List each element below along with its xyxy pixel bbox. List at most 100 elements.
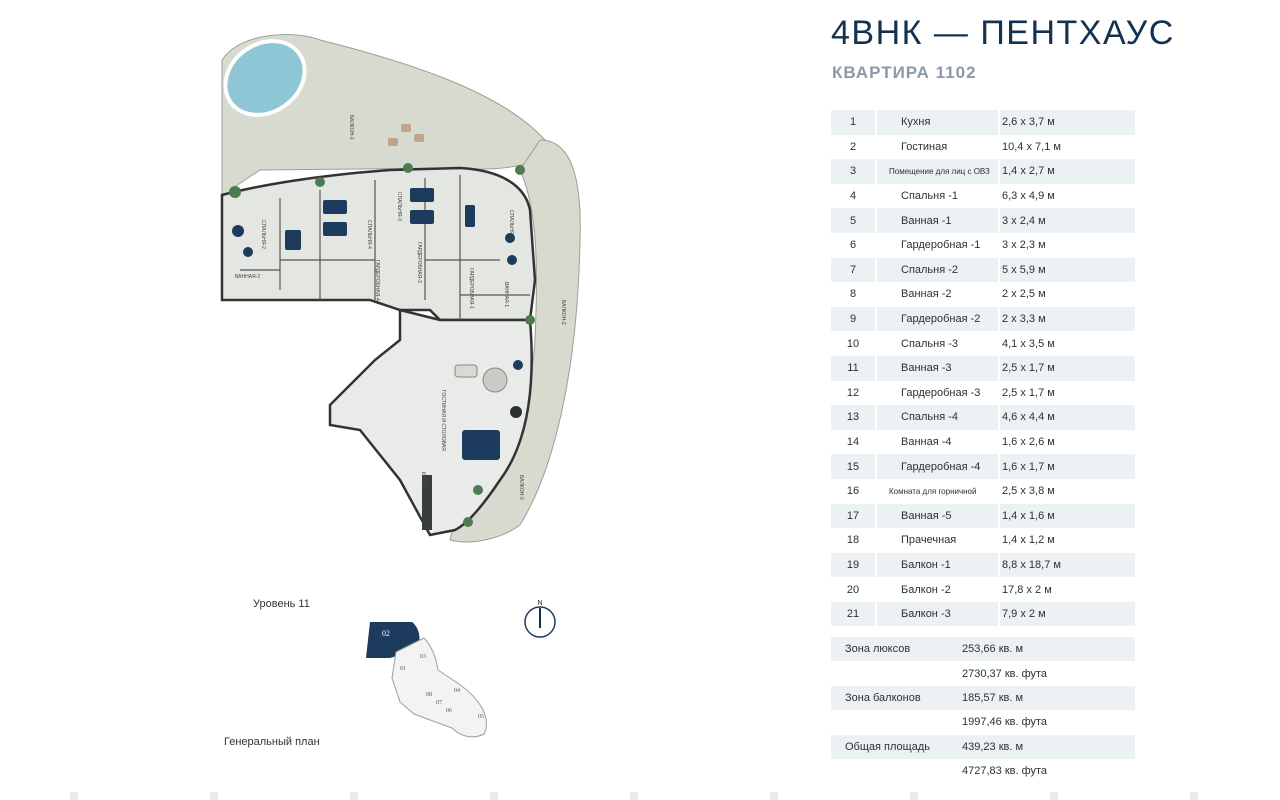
label-bed-1: СПАЛЬНЯ-1: [508, 210, 514, 239]
room-size: 10,4 x 7,1 м: [998, 134, 1135, 160]
room-size: 4,6 x 4,4 м: [998, 405, 1135, 430]
room-name: Комната для горничной: [875, 478, 998, 504]
floor-plan-drawing: БАЛКОН-1 БАЛКОН-2 БАЛКОН-3 ГОСТИНАЯ И СТ…: [220, 34, 581, 543]
room-size: 2,5 x 1,7 м: [998, 380, 1135, 406]
room-number: 3: [831, 159, 875, 184]
room-name: Кухня: [875, 110, 998, 135]
lower-wing: [328, 308, 533, 537]
room-size: 2 x 2,5 м: [998, 282, 1135, 307]
pool: [223, 39, 307, 117]
label-bed-3: СПАЛЬНЯ-3: [396, 192, 402, 221]
room-number: 18: [846, 534, 860, 547]
total-row-sqft: 1997,46 кв. фута: [831, 710, 1135, 734]
total-label-empty: [831, 710, 962, 734]
level-label: Уровень 11: [253, 598, 310, 610]
balcony-1-area: [221, 34, 546, 261]
compass-icon: [524, 606, 556, 638]
room-name: Гардеробная -3: [875, 380, 998, 406]
room-size: 2 x 3,3 м: [998, 306, 1135, 332]
label-kitchen: КУХНЯ: [420, 472, 426, 489]
unit-08-label: 08: [426, 692, 432, 698]
total-label-empty: [831, 759, 962, 783]
room-number: 21: [831, 601, 875, 627]
room-size: 1,6 x 2,6 м: [998, 429, 1135, 455]
room-number: 6: [849, 239, 857, 252]
room-number: 5: [831, 208, 875, 233]
room-number: 14: [846, 436, 860, 449]
room-number: 9: [831, 306, 875, 332]
label-bath-2: ВАННАЯ-2: [235, 274, 260, 280]
total-sqm: 253,66 кв. м: [962, 637, 1135, 662]
total-label: Зона люксов: [831, 637, 962, 662]
total-row-sqft: 2730,37 кв. фута: [831, 661, 1135, 685]
master-plan-map: 02 01 03 04 06 07 08 05: [360, 618, 500, 745]
room-number: 7: [831, 257, 875, 283]
highlighted-unit-code: 02: [382, 629, 390, 638]
room-number: 19: [831, 552, 875, 578]
beds: [232, 188, 517, 265]
unit-07-label: 07: [436, 700, 442, 706]
room-size: 1,4 x 1,6 м: [998, 503, 1135, 529]
total-row-sqft: 4727,83 кв. фута: [831, 759, 1135, 783]
room-name: Спальня -1: [875, 183, 998, 209]
room-name: Балкон -3: [875, 601, 998, 627]
room-name: Ванная -3: [875, 355, 998, 381]
room-size: 1,4 x 1,2 м: [998, 528, 1135, 553]
room-size: 17,8 x 2 м: [998, 577, 1135, 602]
room-size: 1,4 x 2,7 м: [998, 159, 1135, 184]
room-name: Балкон -2: [875, 577, 998, 602]
room-size: 3 x 2,3 м: [998, 232, 1135, 258]
floor-plan: БАЛКОН-1 БАЛКОН-2 БАЛКОН-3 ГОСТИНАЯ И СТ…: [200, 20, 600, 550]
label-bath-1: ВАННАЯ-1: [503, 282, 509, 307]
room-name: Гардеробная -2: [875, 306, 998, 332]
unit-01-label: 01: [400, 666, 406, 672]
total-sqft: 2730,37 кв. фута: [962, 667, 1048, 680]
room-number: 10: [846, 337, 860, 350]
room-name: Прачечная: [875, 528, 998, 553]
total-label-empty: [831, 661, 962, 685]
room-name: Гардеробная -1: [875, 232, 998, 258]
room-size: 2,5 x 3,8 м: [998, 478, 1135, 504]
label-balcony-2: БАЛКОН-2: [560, 300, 566, 325]
room-number: 20: [846, 583, 860, 596]
room-name: Балкон -1: [875, 552, 998, 578]
total-sqm: 185,57 кв. м: [962, 685, 1135, 711]
compass: N: [522, 598, 558, 645]
room-number: 2: [849, 140, 857, 153]
compass-n-label: N: [537, 600, 542, 607]
room-number: 12: [846, 386, 860, 399]
room-size: 3 x 2,4 м: [998, 208, 1135, 233]
room-number: 17: [831, 503, 875, 529]
bottom-decorative-strip: [0, 792, 1280, 800]
unit-06-label: 06: [446, 708, 452, 714]
room-size: 1,6 x 1,7 м: [998, 454, 1135, 479]
room-name: Спальня -3: [875, 331, 998, 356]
room-name: Помещение для лиц с ОВЗ: [875, 159, 998, 184]
room-name: Ванная -4: [875, 429, 998, 455]
unit-05-label: 05: [478, 714, 484, 720]
room-name: Спальня -4: [875, 405, 998, 430]
total-label: Зона балконов: [831, 685, 962, 711]
building-outline: [391, 637, 487, 738]
room-number: 11: [831, 355, 875, 381]
total-sqft: 1997,46 кв. фута: [962, 716, 1048, 729]
